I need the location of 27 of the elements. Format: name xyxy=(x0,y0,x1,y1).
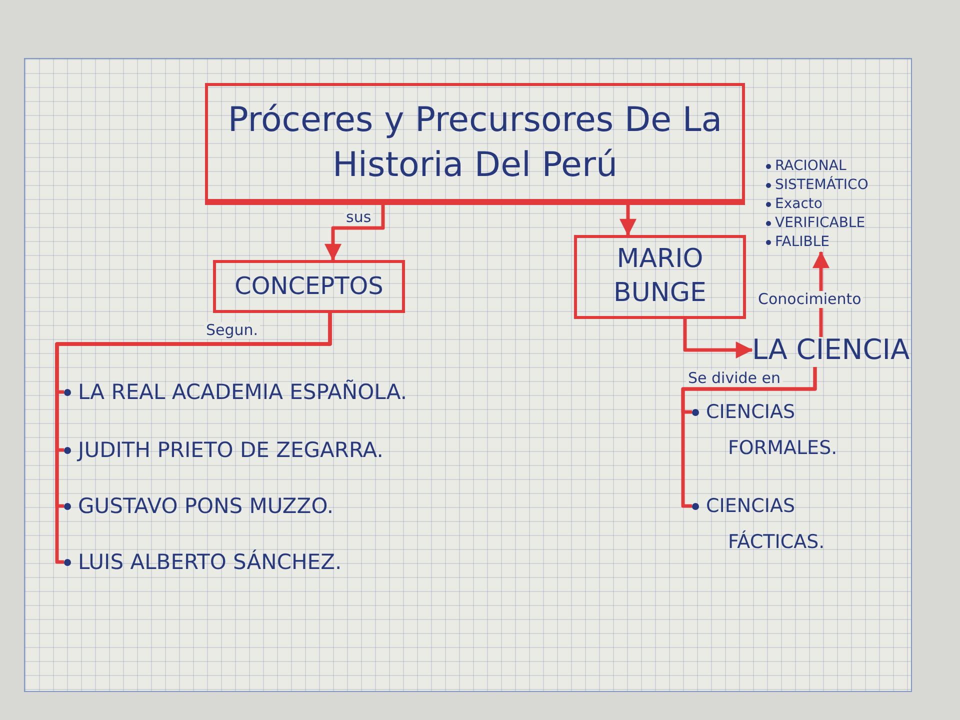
list-item-text: GUSTAVO PONS MUZZO. xyxy=(78,493,334,519)
list-item-text: CIENCIAS FORMALES. xyxy=(706,400,838,461)
topic-box xyxy=(574,235,746,319)
list-item-text: VERIFICABLE xyxy=(775,214,866,233)
list-item-text: Exacto xyxy=(775,195,822,214)
list-item-text: JUDITH PRIETO DE ZEGARRA. xyxy=(78,437,384,463)
edge-label: Se divide en xyxy=(686,370,783,388)
arrow xyxy=(683,319,753,358)
arrow xyxy=(620,205,636,236)
arrow xyxy=(324,205,385,261)
connector-line xyxy=(681,367,817,508)
edge-label: Conocimiento xyxy=(756,291,864,308)
topic-text: CONCEPTOS xyxy=(234,270,384,302)
list-item-text: FALIBLE xyxy=(775,233,830,252)
topic-box xyxy=(213,260,405,313)
title-box xyxy=(205,83,745,205)
edge-label: sus xyxy=(344,209,374,226)
title-text: Próceres y Precursores De La Historia Del Perú xyxy=(226,99,724,186)
edge-label: Segun. xyxy=(204,322,260,340)
node-text: LA CIENCIA xyxy=(752,333,910,367)
list-item-text: LA REAL ACADEMIA ESPAÑOLA. xyxy=(78,379,408,405)
topic-text: MARIO BUNGE xyxy=(612,243,708,310)
list-item-text: CIENCIAS FÁCTICAS. xyxy=(706,494,826,555)
connector-line xyxy=(55,313,332,564)
list-item-text: RACIONAL xyxy=(775,157,846,176)
list-item-text: LUIS ALBERTO SÁNCHEZ. xyxy=(78,549,342,575)
list-item-text: SISTEMÁTICO xyxy=(775,176,868,195)
